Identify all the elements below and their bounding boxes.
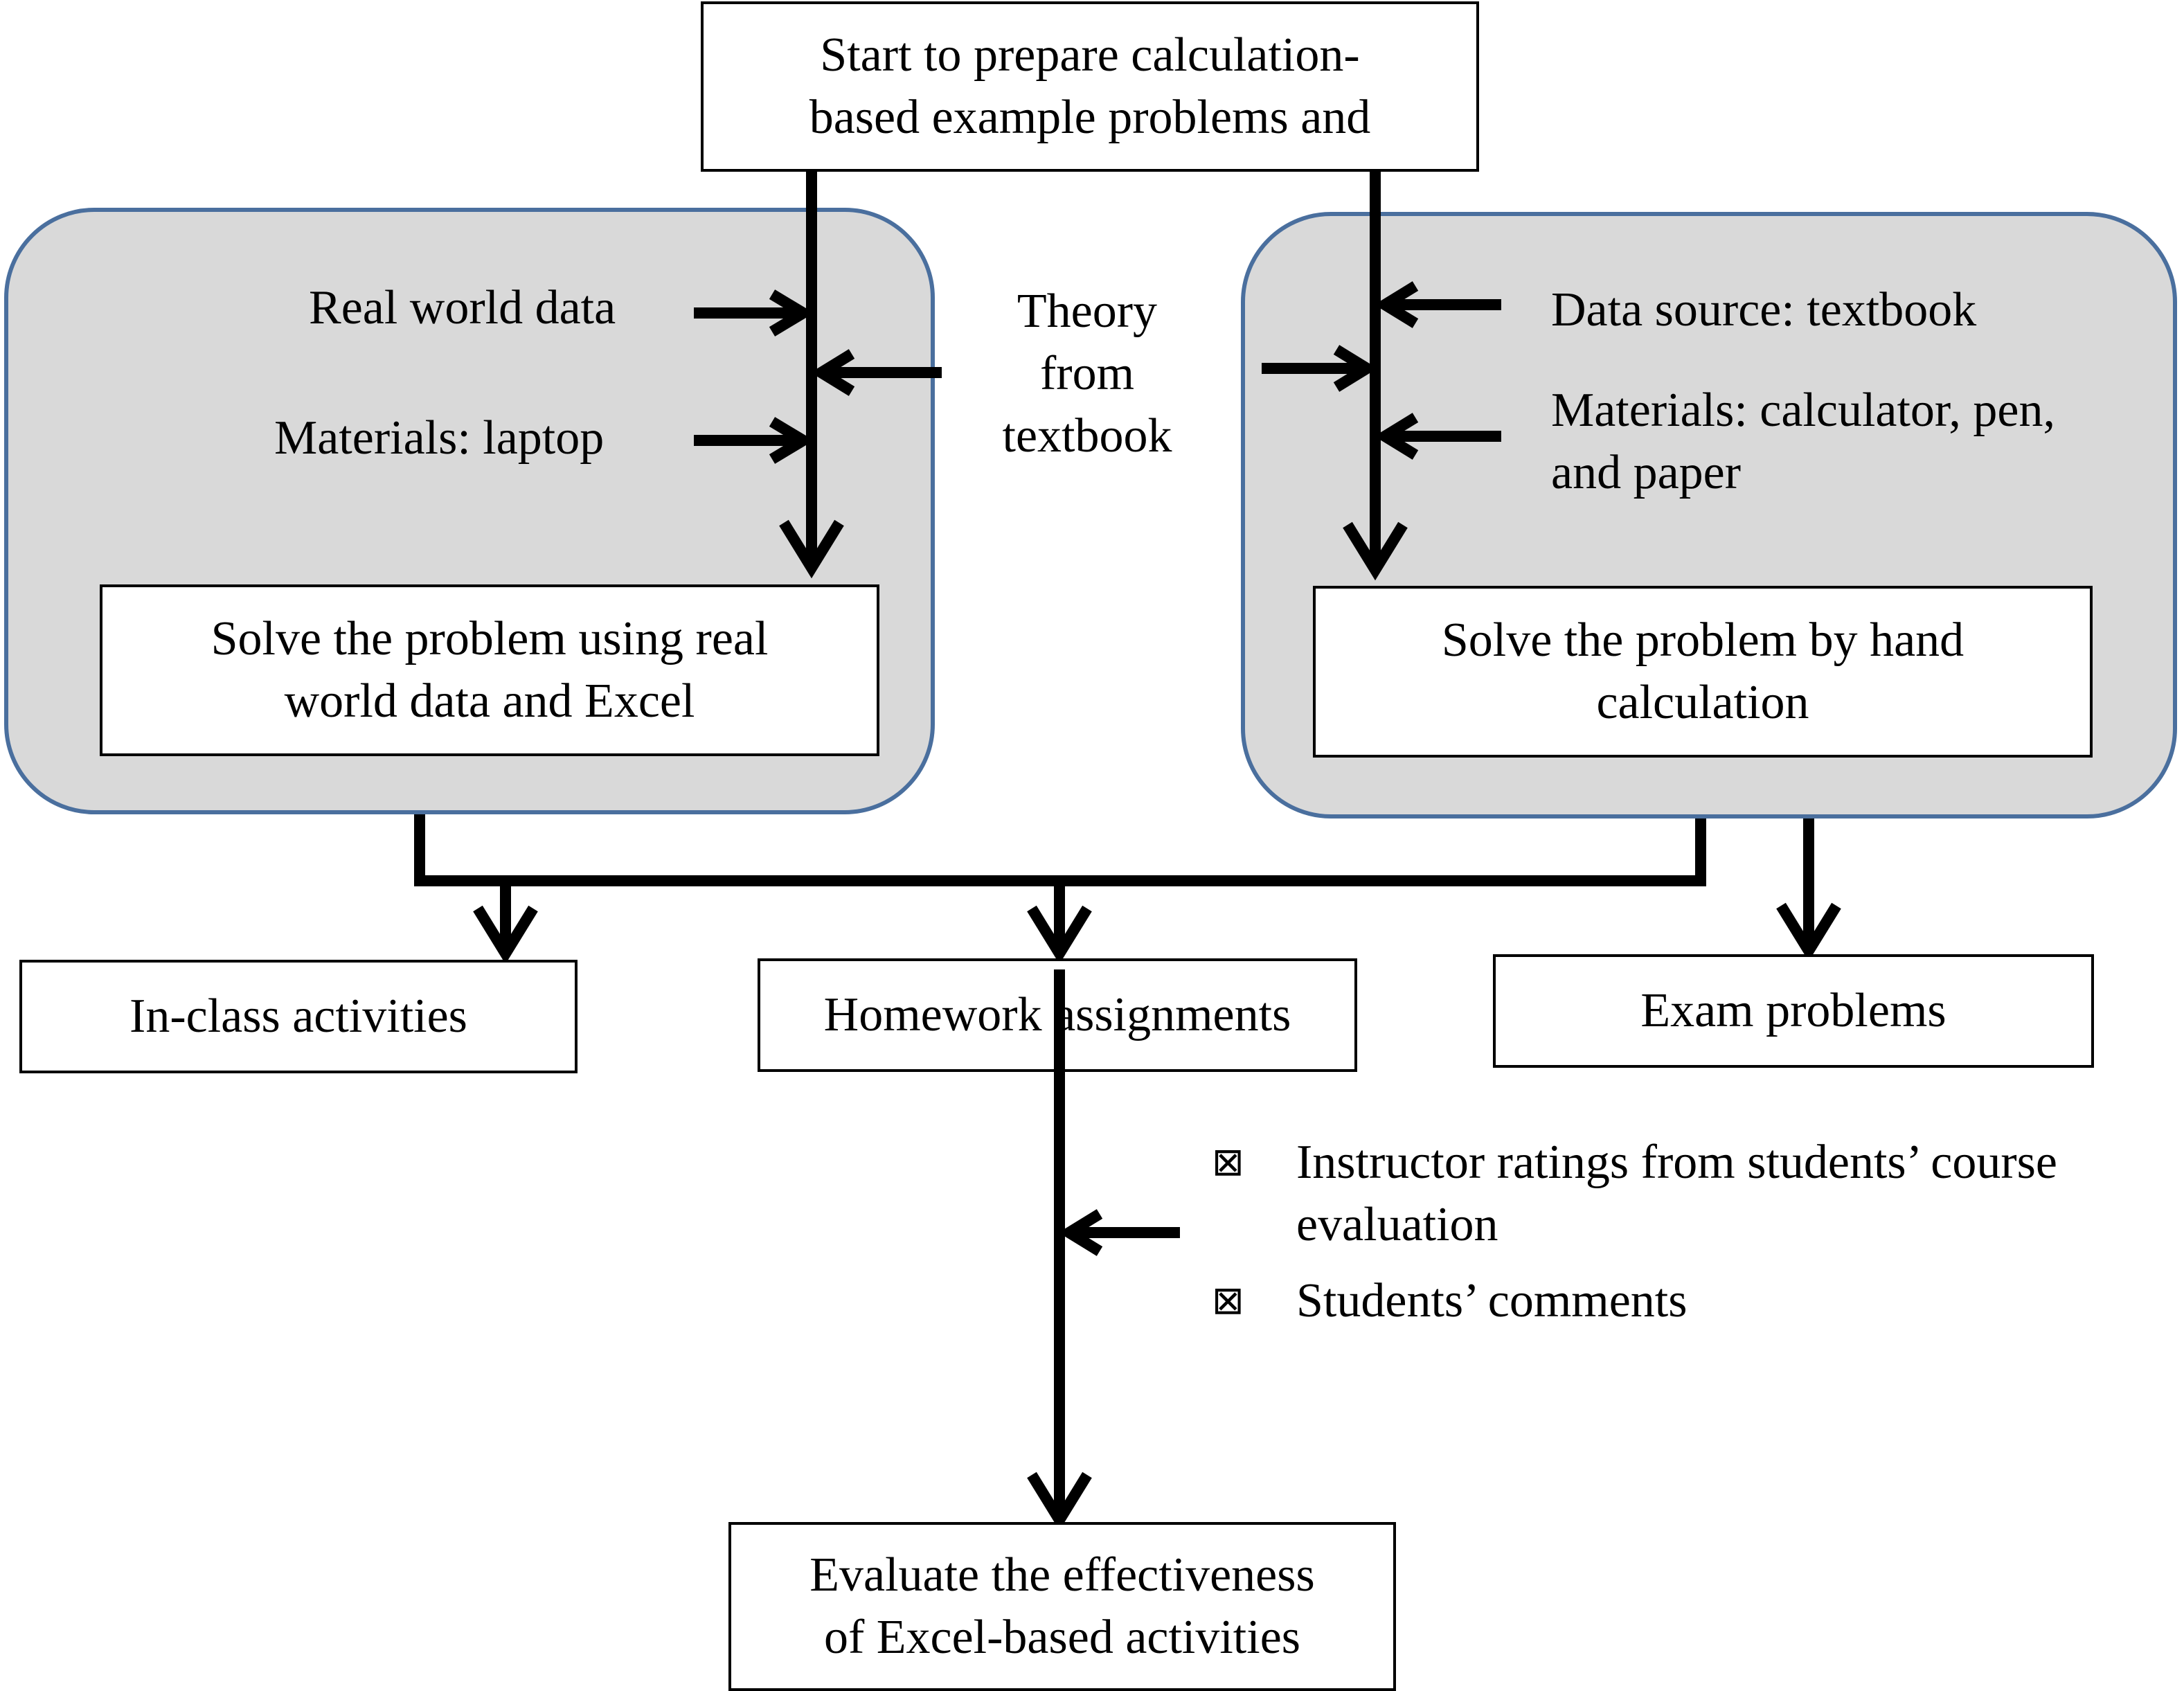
theory-label: Theory from textbook [969,280,1205,467]
materials-laptop-label: Materials: laptop [274,411,605,465]
exam-problems-box: Exam problems [1493,954,2094,1068]
solve-hand-box: Solve the problem by hand calculation [1313,586,2093,758]
right-main-arrowhead [1343,521,1408,581]
theory-arrowhead-right [1333,345,1378,392]
to-homework-arrowhead [1027,905,1092,965]
solve-excel-line-2: world data and Excel [284,674,695,728]
start-line-1: Start to prepare calculation- [820,28,1360,82]
materials-calculator-label: Materials: calculator, pen, and paper [1551,379,2055,504]
theory-line-1: Theory [1017,285,1158,338]
data-source-arrowhead [1374,281,1419,328]
evaluate-line-2: of Excel-based activities [823,1611,1301,1664]
evaluate-line-1: Evaluate the effectiveness [809,1548,1315,1602]
left-main-arrowhead [779,519,844,579]
start-line-2: based example problems and [809,91,1371,144]
theory-arrowhead-left [810,349,855,396]
solve-hand-line-1: Solve the problem by hand [1441,614,1964,667]
to-exam-arrowhead [1776,902,1841,962]
solve-hand-line-2: calculation [1596,676,1809,729]
students-comments-label: Students’ comments [1296,1274,1688,1327]
bullet-icon: ⊠ [1212,1278,1244,1323]
theory-line-3: textbook [1002,409,1172,463]
data-source-label: Data source: textbook [1551,283,1977,337]
evaluate-effectiveness-box: Evaluate the effectiveness of Excel-base… [728,1522,1396,1691]
solve-excel-line-1: Solve the problem using real [211,612,769,665]
instructor-ratings-label: Instructor ratings from students’ course… [1296,1131,2057,1256]
real-world-data-arrowhead [769,289,814,337]
laptop-arrowhead [769,417,814,464]
materials-arrowhead [1374,413,1419,460]
feedback-arrowhead [1058,1209,1103,1256]
start-box: Start to prepare calculation- based exam… [701,1,1479,172]
evaluation-arrowhead [1027,1471,1092,1531]
to-in-class-arrowhead [473,905,538,965]
in-class-activities-box: In-class activities [19,960,578,1073]
real-world-data-label: Real world data [309,281,616,334]
instructor-ratings-line-1: Instructor ratings from students’ course [1296,1136,2057,1189]
materials-calculator-line-1: Materials: calculator, pen, [1551,384,2055,437]
bullet-icon: ⊠ [1212,1140,1244,1185]
theory-line-2: from [1039,347,1135,400]
materials-calculator-line-2: and paper [1551,446,1742,499]
instructor-ratings-line-2: evaluation [1296,1198,1498,1251]
solve-excel-box: Solve the problem using real world data … [100,584,879,756]
